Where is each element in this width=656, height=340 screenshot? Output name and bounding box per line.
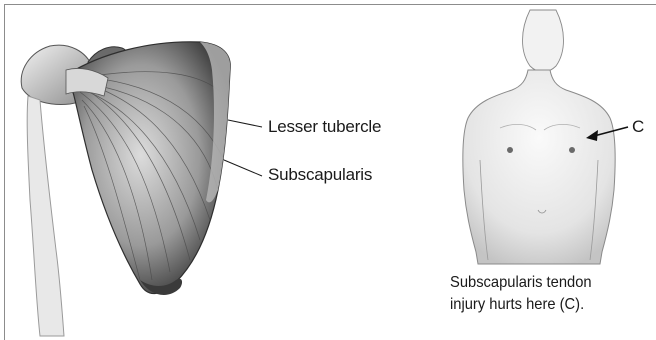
label-lesser-tubercle: Lesser tubercle (268, 117, 381, 137)
caption-line-1: Subscapularis tendon (450, 272, 634, 294)
subscapularis-leader-line (224, 160, 262, 176)
label-point-c: C (632, 117, 644, 137)
lesser-tubercle-leader-line (228, 120, 262, 127)
caption-line-2: injury hurts here (C). (450, 294, 634, 316)
subscapularis-muscle (66, 42, 230, 295)
label-subscapularis: Subscapularis (268, 165, 372, 185)
figure-caption: Subscapularis tendon injury hurts here (… (450, 272, 650, 316)
